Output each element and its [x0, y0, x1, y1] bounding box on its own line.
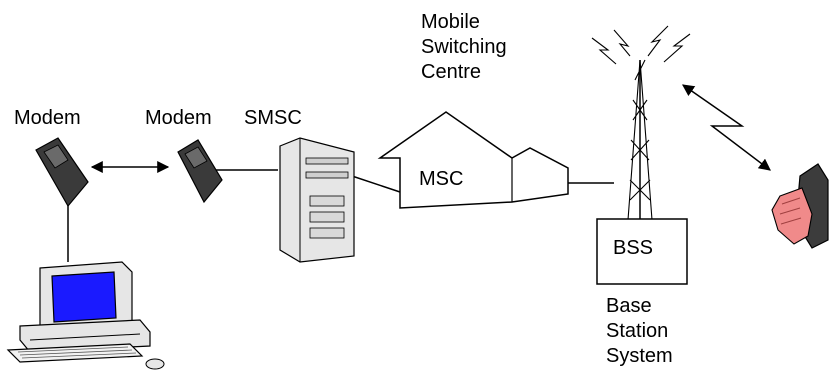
building-icon: [377, 111, 569, 209]
link-smsc-msc: [351, 175, 401, 193]
bss-box: [596, 218, 688, 285]
msc-title-label: Mobile Switching Centre: [421, 11, 507, 83]
server-icon: [279, 137, 355, 263]
modem-icon: [35, 137, 89, 208]
modem-icon: [177, 139, 223, 204]
radio-link-arrow: [682, 84, 771, 171]
antenna-tower-icon: [591, 25, 691, 221]
mobile-phone-icon: [771, 163, 829, 249]
modem-right-label: Modem: [145, 107, 212, 129]
bss-title-label: Base Station System: [606, 295, 673, 367]
smsc-label: SMSC: [244, 107, 302, 129]
computer-icon: [6, 261, 165, 370]
msc-label: MSC: [419, 168, 464, 190]
bss-label: BSS: [613, 237, 654, 259]
modem-left-label: Modem: [14, 107, 81, 129]
